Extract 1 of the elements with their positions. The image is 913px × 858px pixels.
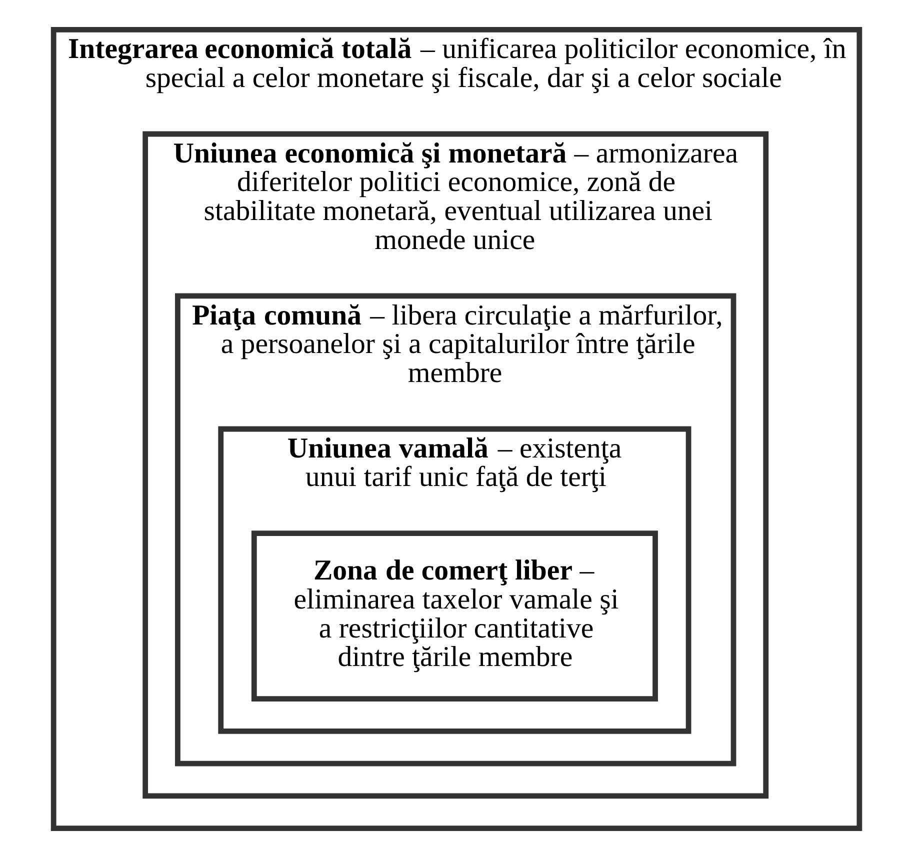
node-box: Zona de comerţ liber – eliminarea taxelor vamale şi a restricţiilor cantitative dintre ţările membre — [251, 530, 658, 702]
